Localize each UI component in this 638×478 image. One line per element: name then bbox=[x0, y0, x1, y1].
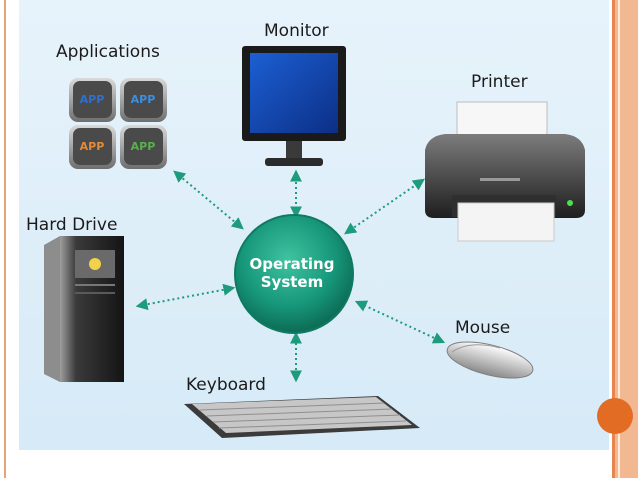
arrow-applications bbox=[173, 170, 244, 230]
operating-system-label: Operating System bbox=[228, 255, 356, 291]
operating-system-line2: System bbox=[260, 273, 324, 291]
app-tile-label: APP bbox=[79, 93, 105, 106]
operating-system-line1: Operating bbox=[249, 255, 335, 273]
slide-left-rule bbox=[4, 0, 6, 478]
keyboard-icon bbox=[184, 396, 420, 438]
applications-label: Applications bbox=[56, 42, 160, 62]
slide-orange-dot bbox=[597, 398, 633, 434]
app-tile-label: APP bbox=[79, 140, 105, 153]
applications-icon bbox=[69, 78, 167, 169]
mouse-icon bbox=[446, 341, 534, 379]
hard-drive-label: Hard Drive bbox=[26, 215, 118, 235]
printer-icon bbox=[425, 101, 585, 242]
monitor-icon bbox=[242, 46, 346, 166]
monitor-label: Monitor bbox=[264, 21, 329, 41]
operating-system-hub bbox=[234, 214, 354, 334]
mouse-label: Mouse bbox=[455, 318, 511, 338]
arrow-mouse bbox=[354, 300, 446, 344]
app-tile-label: APP bbox=[130, 140, 156, 153]
arrow-hard-drive bbox=[135, 283, 236, 311]
hard-drive-icon bbox=[44, 236, 124, 382]
printer-label: Printer bbox=[471, 72, 528, 92]
keyboard-label: Keyboard bbox=[186, 375, 266, 395]
app-tile-label: APP bbox=[130, 93, 156, 106]
slide-side-line bbox=[618, 0, 620, 478]
arrow-printer bbox=[344, 178, 425, 235]
